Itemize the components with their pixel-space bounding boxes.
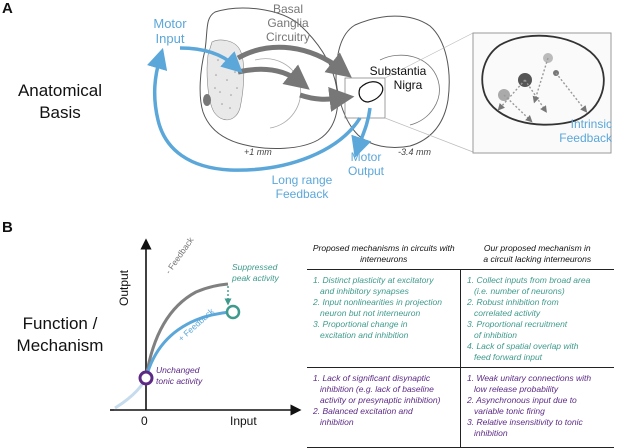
- table-header-right: Our proposed mechanism in a circuit lack…: [460, 241, 614, 270]
- label-line: Basal: [272, 2, 304, 16]
- suppressed-peak-marker: [225, 304, 241, 320]
- label-line: Unchanged: [156, 365, 200, 375]
- coronal-section-left: [199, 7, 339, 149]
- label-line: tonic activity: [156, 376, 203, 386]
- label-line: Motor: [350, 150, 382, 164]
- cell-line: 2. Input nonlinearities in projection: [313, 297, 442, 307]
- cell-line: activity or presynaptic inhibition): [320, 395, 441, 405]
- table-row: 1. Lack of significant disynaptic inhibi…: [307, 367, 614, 448]
- table-cell-row1-right: 1. Collect inputs from broad area (i.e. …: [460, 269, 614, 368]
- function-mechanism-label: Function / Mechanism: [0, 313, 120, 357]
- cell-line: 1. Distinct plasticity at excitatory: [313, 275, 434, 285]
- cell-line: 4. Lack of spatial overlap with: [467, 341, 579, 351]
- label-line: peak activity: [232, 273, 279, 283]
- header-line: Proposed mechanisms in circuits with: [312, 243, 455, 253]
- table-row: 1. Distinct plasticity at excitatory and…: [307, 269, 614, 368]
- cell-line: 3. Relative insensitivity to tonic: [467, 417, 583, 427]
- label-line: Feedback: [559, 131, 612, 145]
- cell-line: low release probability: [474, 384, 559, 394]
- inset-nigra-outline: [481, 34, 605, 126]
- basal-ganglia-label: Basal Ganglia Circuitry: [253, 2, 323, 44]
- cell-line: correlated activity: [474, 308, 541, 318]
- minus-feedback-curve: [144, 282, 229, 379]
- cell-line: inhibition: [474, 428, 508, 438]
- nigra-shape: [358, 81, 384, 103]
- label-line: Substantia: [369, 64, 427, 78]
- table-cell-row1-left: 1. Distinct plasticity at excitatory and…: [307, 269, 461, 368]
- cell-line: (i.e. number of neurons): [474, 286, 565, 296]
- label-line: Long range: [271, 173, 333, 187]
- x-zero-label: 0: [141, 414, 148, 428]
- motor-output-label: Motor Output: [336, 150, 396, 178]
- table-cell-row2-right: 1. Weak unitary connections with low rel…: [460, 367, 614, 448]
- cell-line: and inhibitory synapses: [320, 286, 409, 296]
- label-line: Circuitry: [266, 30, 310, 44]
- cell-line: inhibition: [320, 417, 354, 427]
- scale-left-label: +1 mm: [244, 147, 272, 157]
- label-line: Output: [347, 164, 385, 178]
- header-line: interneurons: [360, 254, 408, 264]
- panel-b-letter: B: [2, 219, 13, 236]
- cell-line: 2. Asynchronous input due to: [467, 395, 577, 405]
- label-line: Nigra: [393, 78, 423, 92]
- anatomy-illustration: [146, 7, 612, 172]
- header-line: Our proposed mechanism in: [483, 243, 591, 253]
- intrinsic-feedback-label: Intrinsic Feedback: [552, 117, 612, 145]
- cell-line: inhibition (e.g. lack of baseline: [320, 384, 434, 394]
- y-axis-label: Output: [117, 269, 132, 307]
- label-line: Ganglia: [267, 16, 309, 30]
- input-output-graph: [110, 238, 302, 416]
- long-range-feedback-label: Long range Feedback: [262, 173, 342, 201]
- plus-feedback-curve: [144, 310, 231, 379]
- cell-line: 3. Proportional recruitment: [467, 319, 568, 329]
- anatomical-basis-label: Anatomical Basis: [0, 80, 120, 124]
- label-line: Motor: [153, 16, 187, 31]
- table-header-left: Proposed mechanisms in circuits with int…: [307, 241, 461, 270]
- cell-line: 1. Weak unitary connections with: [467, 373, 592, 383]
- cell-line: 1. Collect inputs from broad area: [467, 275, 591, 285]
- motor-output-arrow: [351, 107, 372, 158]
- table-cell-row2-left: 1. Lack of significant disynaptic inhibi…: [307, 367, 461, 448]
- cell-line: excitation and inhibition: [320, 330, 409, 340]
- label-line: Suppressed: [232, 262, 278, 272]
- cell-line: 2. Balanced excitation and: [313, 406, 413, 416]
- label-line: Intrinsic: [570, 117, 612, 131]
- motor-input-arrow: [179, 46, 243, 74]
- scale-right-label: -3.4 mm: [398, 147, 432, 157]
- row-label-line: Basis: [39, 103, 81, 122]
- cell-line: feed forward input: [474, 352, 543, 362]
- long-range-feedback-arrow: [146, 47, 362, 172]
- row-label-line: Function /: [22, 314, 98, 333]
- tonic-activity-label: Unchanged tonic activity: [156, 365, 202, 387]
- tonic-activity-marker: [138, 370, 154, 386]
- label-line: Input: [155, 31, 185, 46]
- x-axis-label: Input: [230, 414, 257, 428]
- suppressed-peak-label: Suppressed peak activity: [232, 262, 279, 284]
- label-line: Feedback: [275, 187, 329, 201]
- motor-input-label: Motor Input: [140, 16, 200, 46]
- cell-line: of inhibition: [474, 330, 518, 340]
- cell-line: 3. Proportional change in: [313, 319, 408, 329]
- row-label-line: Anatomical: [17, 81, 103, 100]
- mechanism-table: Proposed mechanisms in circuits with int…: [307, 241, 614, 448]
- coronal-section-right: [335, 15, 450, 149]
- ventricle: [203, 94, 211, 106]
- cell-line: 1. Lack of significant disynaptic: [313, 373, 431, 383]
- cell-line: variable tonic firing: [474, 406, 545, 416]
- inset-box: [472, 32, 612, 154]
- cell-line: 2. Robust inhibition from: [467, 297, 559, 307]
- panel-a-letter: A: [2, 0, 13, 17]
- hippocampus-contour: [379, 54, 440, 126]
- header-line: a circuit lacking interneurons: [483, 254, 592, 264]
- table-header-row: Proposed mechanisms in circuits with int…: [307, 241, 614, 270]
- row-label-line: Mechanism: [16, 336, 104, 355]
- y-axis-label-wrap: Output: [117, 269, 136, 309]
- cell-line: neuron but not interneuron: [320, 308, 421, 318]
- substantia-nigra-label: Substantia Nigra: [358, 64, 438, 92]
